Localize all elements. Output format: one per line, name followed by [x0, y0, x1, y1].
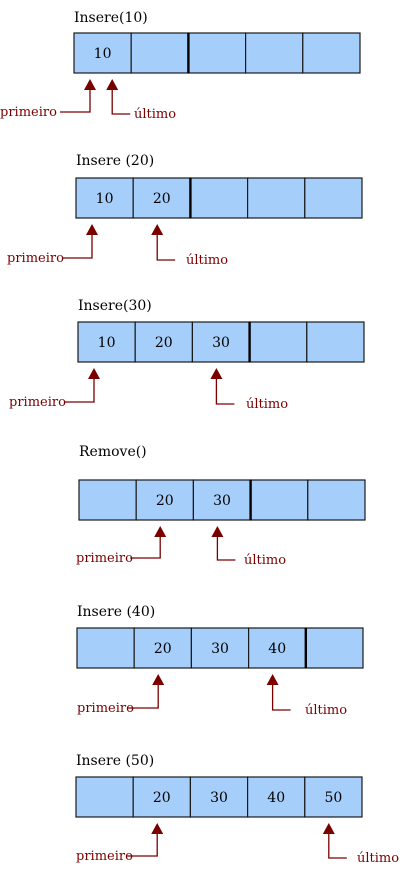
step-1-cell-1: [73, 32, 132, 74]
step-5-cell-2: [133, 627, 192, 669]
step-1-cell-2: [130, 32, 189, 74]
step-3-first-pointer-arrowhead: [88, 368, 100, 379]
step-6-cell-3-value: 30: [210, 790, 228, 806]
step-2-cell-1: [75, 177, 134, 219]
step-4-first-pointer-arrow-line: [130, 537, 161, 559]
step-3-cell-1: [77, 321, 136, 363]
step-2-last-pointer-arrow-line: [156, 235, 176, 261]
step-4-last-pointer-arrowhead: [211, 526, 224, 537]
step-5-first-pointer-label: primeiro: [77, 701, 134, 716]
step-3-cell-4: [249, 321, 308, 363]
step-4-cell-1: [78, 479, 137, 521]
step-4-cell-3-value: 30: [213, 493, 231, 509]
step-2-cell-5: [304, 177, 363, 219]
step-4-cell-5: [307, 479, 366, 521]
step-5-cell-4: [248, 627, 307, 669]
step-6-operation-title: Insere (50): [76, 753, 154, 769]
step-3-first-pointer-arrow-line: [64, 379, 95, 403]
step-1-cell-1-value: 10: [94, 46, 112, 62]
step-5-cell-3-value: 30: [211, 641, 229, 657]
step-2-last-pointer-arrowhead: [151, 224, 164, 235]
step-3-cell-3-value: 30: [212, 335, 230, 351]
step-3-operation-title: Insere(30): [78, 298, 152, 314]
step-3-cell-3: [191, 321, 251, 363]
step-6-cell-2: [132, 776, 191, 818]
step-6-last-pointer-label: último: [357, 851, 399, 866]
step-1-cell-5: [302, 32, 361, 74]
step-2-cell-3: [189, 177, 249, 219]
step-6-cell-4: [247, 776, 306, 818]
step-5-cell-5: [305, 627, 364, 669]
step-1-last-pointer-label: último: [134, 107, 176, 122]
step-5-operation-title: Insere (40): [77, 604, 155, 620]
step-4-first-pointer-label: primeiro: [76, 551, 133, 566]
step-5-cell-1: [76, 627, 135, 669]
step-5-cell-2-value: 20: [154, 641, 172, 657]
step-6-cell-3: [189, 776, 249, 818]
step-3-cell-5: [306, 321, 365, 363]
step-2-first-pointer-arrow-line: [62, 235, 93, 259]
step-6-first-pointer-arrow-line: [127, 834, 158, 857]
step-5-last-pointer-label: último: [305, 703, 347, 718]
step-1-last-pointer-arrowhead: [106, 79, 119, 90]
step-4-cell-4: [250, 479, 309, 521]
step-1-operation-title: Insere(10): [74, 10, 148, 26]
step-4-operation-title: Remove(): [79, 444, 147, 460]
step-1-cell-3: [187, 32, 247, 74]
step-6-last-pointer-arrowhead: [322, 823, 335, 834]
step-3-last-pointer-arrow-line: [215, 379, 235, 405]
step-2-operation-title: Insere (20): [76, 153, 154, 169]
step-3-first-pointer-label: primeiro: [9, 395, 66, 410]
step-5-cell-3: [190, 627, 250, 669]
step-4-cell-2-value: 20: [156, 493, 174, 509]
step-6-cell-4-value: 40: [267, 790, 285, 806]
step-6-cell-1: [75, 776, 134, 818]
step-6-first-pointer-arrowhead: [151, 823, 164, 834]
step-2-cell-2-value: 20: [153, 191, 171, 207]
step-2-cell-2: [132, 177, 191, 219]
step-4-last-pointer-label: último: [244, 553, 286, 568]
step-5-last-pointer-arrow-line: [271, 685, 291, 711]
step-4-cell-3: [192, 479, 252, 521]
step-1-cell-4: [245, 32, 304, 74]
step-2-cell-4: [247, 177, 306, 219]
step-5-last-pointer-arrowhead: [266, 674, 279, 685]
step-4-last-pointer-arrow-line: [216, 537, 236, 561]
step-3-last-pointer-label: último: [246, 397, 288, 412]
step-1-first-pointer-arrowhead: [84, 79, 96, 90]
step-6-cell-2-value: 20: [153, 790, 171, 806]
step-5-cell-4-value: 40: [268, 641, 286, 657]
step-4-first-pointer-arrowhead: [154, 526, 167, 537]
step-2-first-pointer-arrowhead: [86, 224, 98, 235]
step-6-cell-5: [304, 776, 363, 818]
step-2-first-pointer-label: primeiro: [7, 251, 64, 266]
step-3-cell-1-value: 10: [98, 335, 116, 351]
step-5-first-pointer-arrowhead: [152, 674, 165, 685]
step-2-cell-1-value: 10: [96, 191, 114, 207]
step-1-first-pointer-arrow-line: [60, 90, 91, 113]
step-6-first-pointer-label: primeiro: [76, 849, 133, 864]
step-6-last-pointer-arrow-line: [328, 834, 347, 859]
step-2-last-pointer-label: último: [186, 253, 228, 268]
step-5-first-pointer-arrow-line: [128, 685, 159, 709]
step-6-cell-5-value: 50: [324, 790, 342, 806]
step-1-last-pointer-arrow-line: [111, 90, 131, 115]
step-3-last-pointer-arrowhead: [210, 368, 223, 379]
step-1-first-pointer-label: primeiro: [0, 105, 57, 120]
step-3-cell-2-value: 20: [155, 335, 173, 351]
